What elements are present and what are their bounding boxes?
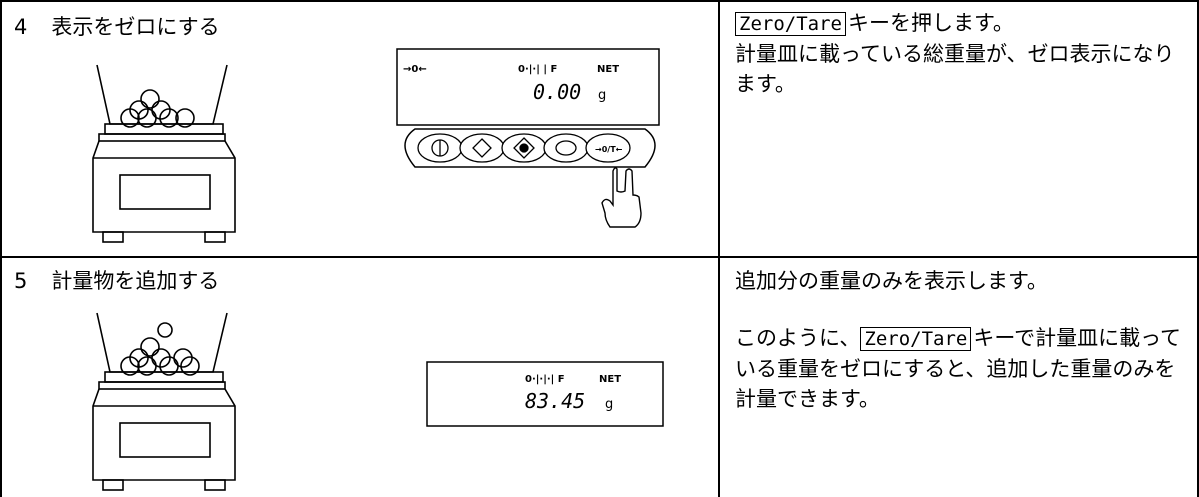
zero-tare-key-ref: Zero/Tare [860,327,972,351]
step-title: 計量物を追加する [51,269,220,293]
mode-icon-dot [519,143,529,153]
lcd-display [396,48,660,126]
zero-tare-key-ref: Zero/Tare [735,12,846,36]
step-number: 5 [14,269,28,293]
zero-tare-key-label: →0/T← [595,145,623,154]
weight-value: 0.00 [533,80,581,104]
net-indicator: NET [599,374,621,385]
row-divider [0,256,1199,258]
weight-value: 83.45 [525,389,585,413]
zero-indicator: →0← [403,64,427,75]
desc-line2: 計量皿に載っている総重量が、ゼロ表示になります。 [735,42,1175,96]
column-divider [718,0,720,497]
zero-tare-key[interactable] [585,133,631,163]
weight-unit: g [605,397,613,412]
desc-pre: このように、 [735,326,861,350]
step-4-heading: 4 表示をゼロにする [14,14,220,40]
stability-indicator: 0·|·|·| F [525,374,565,385]
weight-unit: g [598,88,606,103]
step-title: 表示をゼロにする [51,15,220,39]
desc-line1: 追加分の重量のみを表示します。 [735,269,1048,293]
cal-icon [555,140,577,156]
scale-illustration [92,64,236,243]
balance-display-panel: 0·|·|·| F NET 83.45 g [426,361,664,427]
balance-display-panel: →0← 0·|·| | F NET 0.00 g →0/T← [396,48,660,228]
step-5-heading: 5 計量物を追加する [14,268,219,294]
desc-post: キーで計量皿に載っている重量をゼロにすると、追加した重量のみを計量できます。 [735,326,1182,411]
lcd-display [426,361,664,427]
table-border-right [1197,0,1199,497]
print-icon [472,138,492,158]
desc-line1: キーを押します。 [847,11,1014,35]
finger-pointer-icon [601,167,642,228]
step-number: 4 [14,15,28,39]
table-border-left [0,0,2,497]
table-border-top [0,0,1199,2]
net-indicator: NET [597,64,619,75]
stability-indicator: 0·|·| | F [518,64,557,75]
scale-illustration [92,312,236,491]
